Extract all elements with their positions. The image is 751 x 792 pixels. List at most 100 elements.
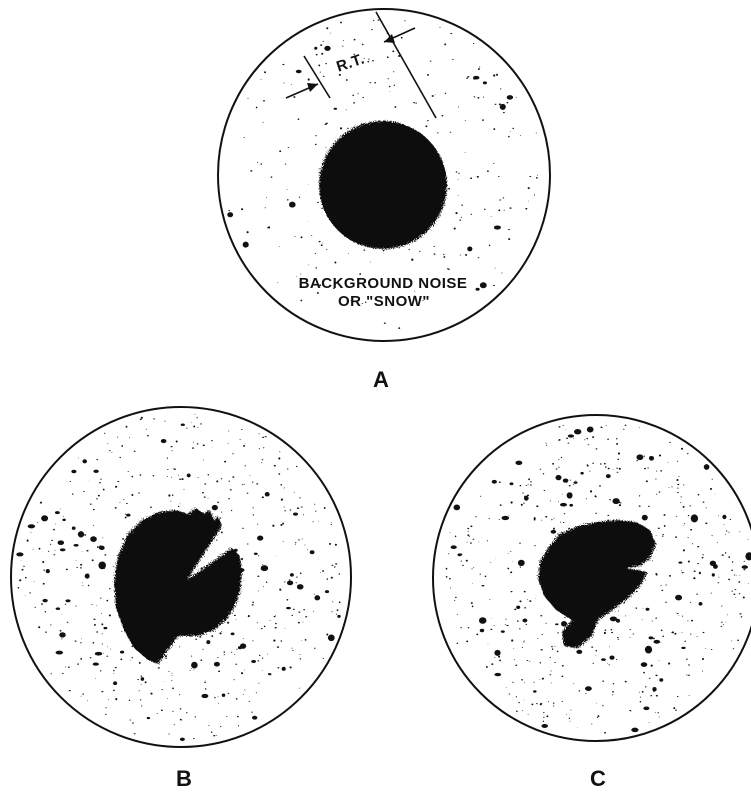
noise-speck: [315, 144, 317, 145]
noise-speck: [172, 450, 173, 451]
noise-speck: [540, 703, 542, 705]
noise-speck-large: [507, 95, 513, 100]
noise-speck: [662, 535, 663, 536]
noise-speck-large: [652, 687, 656, 691]
noise-speck: [189, 670, 191, 671]
noise-speck: [731, 641, 732, 642]
noise-speck: [404, 20, 405, 21]
noise-speck: [99, 482, 101, 483]
noise-speck: [458, 179, 459, 180]
noise-speck: [323, 76, 325, 77]
noise-speck: [522, 647, 523, 648]
noise-speck: [456, 171, 458, 172]
noise-speck: [221, 631, 222, 632]
noise-speck: [607, 663, 608, 664]
noise-speck: [434, 253, 436, 254]
noise-speck: [18, 587, 20, 589]
scope-a: R.T. BACKGROUND NOISE OR "SNOW" A: [218, 9, 550, 392]
noise-speck: [251, 712, 253, 713]
noise-speck: [158, 667, 160, 668]
noise-speck: [141, 684, 142, 685]
noise-speck: [683, 572, 684, 573]
noise-speck: [550, 657, 551, 658]
noise-speck: [712, 479, 713, 480]
noise-speck: [573, 484, 574, 485]
noise-speck: [664, 525, 666, 527]
noise-speck: [545, 623, 546, 624]
noise-speck: [596, 650, 598, 651]
noise-speck: [346, 110, 347, 111]
noise-speck-large: [82, 459, 87, 463]
caption-line-2: OR "SNOW": [338, 293, 430, 310]
noise-speck: [304, 545, 305, 546]
noise-speck: [528, 484, 529, 485]
noise-speck: [102, 538, 103, 539]
noise-speck: [498, 656, 500, 658]
noise-speck: [197, 443, 199, 444]
noise-speck: [100, 670, 101, 671]
noise-speck: [62, 673, 64, 674]
noise-speck: [115, 698, 117, 700]
noise-speck: [261, 459, 263, 460]
noise-speck: [394, 85, 395, 86]
noise-speck-large: [555, 475, 561, 480]
noise-speck: [176, 441, 178, 443]
noise-speck: [55, 550, 56, 551]
noise-speck: [260, 163, 262, 164]
noise-speck-large: [712, 573, 715, 576]
noise-speck-large: [704, 464, 710, 470]
noise-speck: [684, 641, 686, 642]
noise-speck-large: [147, 717, 150, 719]
noise-speck: [454, 600, 455, 601]
noise-speck: [569, 485, 571, 486]
noise-speck: [300, 572, 302, 574]
noise-speck: [299, 654, 300, 655]
noise-speck: [692, 543, 693, 544]
noise-speck: [432, 95, 434, 97]
noise-speck: [546, 445, 547, 446]
noise-speck: [323, 41, 324, 42]
noise-speck: [586, 438, 587, 439]
noise-speck: [520, 485, 522, 487]
noise-speck: [633, 633, 635, 634]
noise-speck: [505, 619, 506, 620]
noise-speck: [498, 209, 500, 211]
noise-speck: [61, 638, 62, 639]
noise-speck: [303, 609, 305, 610]
noise-speck: [331, 577, 333, 579]
noise-speck: [202, 492, 204, 493]
noise-speck: [180, 504, 181, 505]
noise-speck: [523, 700, 524, 701]
noise-speck: [537, 638, 538, 639]
noise-speck: [172, 494, 174, 495]
noise-speck: [244, 484, 245, 485]
noise-speck: [211, 732, 213, 733]
noise-speck-large: [314, 47, 317, 50]
noise-speck: [195, 716, 196, 717]
noise-speck: [454, 228, 456, 230]
noise-speck: [130, 720, 131, 721]
noise-speck: [588, 444, 590, 445]
noise-speck: [531, 704, 533, 706]
noise-speck: [257, 622, 258, 623]
noise-speck: [607, 515, 609, 516]
noise-speck: [279, 150, 281, 152]
noise-speck: [320, 572, 321, 573]
noise-speck: [490, 629, 492, 630]
noise-speck: [88, 585, 89, 586]
noise-speck: [320, 44, 322, 46]
noise-speck: [458, 173, 460, 174]
noise-speck: [320, 72, 321, 73]
noise-speck: [612, 691, 614, 692]
noise-speck: [93, 619, 95, 620]
noise-speck: [243, 445, 245, 447]
noise-speck: [473, 43, 474, 44]
noise-speck: [573, 683, 574, 684]
noise-speck: [472, 606, 474, 608]
noise-speck: [277, 646, 279, 648]
noise-speck-large: [541, 724, 548, 728]
noise-speck: [96, 631, 98, 632]
noise-speck: [298, 539, 299, 540]
noise-speck: [317, 202, 319, 203]
noise-speck: [171, 680, 172, 681]
